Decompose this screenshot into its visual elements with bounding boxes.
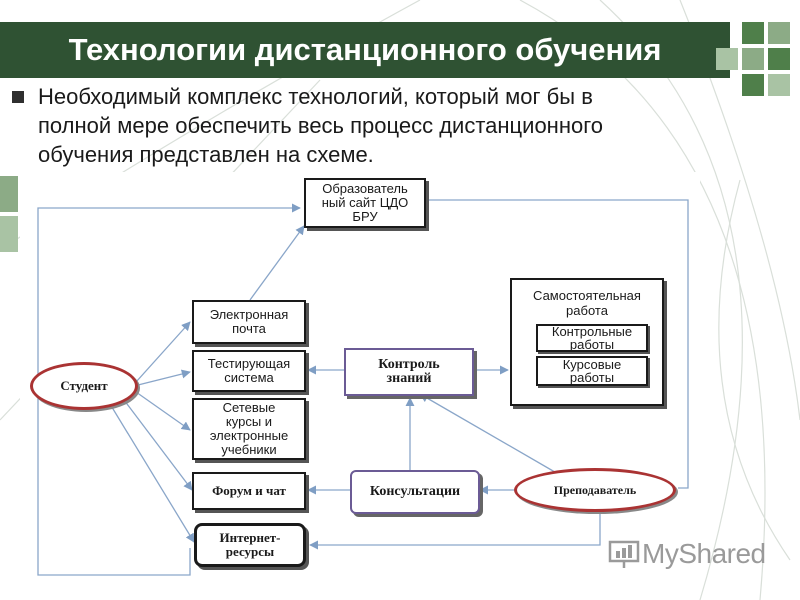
- decor-square: [716, 48, 738, 70]
- node-course-work: Курсовые работы: [536, 356, 648, 386]
- node-testing-system: Тестирующая система: [192, 350, 306, 392]
- decor-square: [768, 22, 790, 44]
- title-bar: [0, 22, 730, 78]
- node-consultations: Консультации: [350, 470, 480, 514]
- decor-square: [768, 74, 790, 96]
- node-text: работы: [569, 337, 615, 352]
- node-forum-chat: Форум и чат: [192, 472, 306, 510]
- node-text: Студент: [60, 378, 108, 393]
- group-title: Самостоятельная работа: [512, 288, 662, 318]
- node-text: почта: [232, 321, 266, 336]
- node-tests-work: Контрольные работы: [536, 324, 648, 352]
- node-text: работы: [569, 370, 615, 385]
- decor-square: [0, 176, 18, 212]
- node-text: учебники: [221, 442, 277, 457]
- node-text: Сетевые: [222, 400, 276, 415]
- body-line: полной мере обеспечить весь процесс дист…: [38, 113, 603, 138]
- node-text: Форум и чат: [212, 483, 286, 498]
- decor-square: [0, 216, 18, 252]
- connector: [425, 199, 689, 489]
- node-text: Курсовые: [562, 357, 622, 372]
- node-text: Образователь: [322, 181, 408, 196]
- connector: [249, 225, 305, 301]
- node-knowledge-control: Контроль знаний: [344, 348, 474, 396]
- connector: [419, 393, 561, 476]
- decor-square: [742, 22, 764, 44]
- connector: [123, 399, 193, 491]
- myshared-logo: MyShared: [608, 538, 766, 570]
- node-text: Преподаватель: [553, 482, 637, 497]
- presentation-icon: [608, 540, 640, 568]
- node-teacher: Преподаватель: [514, 468, 676, 512]
- node-text: электронные: [209, 428, 289, 443]
- node-text: работа: [566, 303, 608, 318]
- connector: [135, 321, 191, 383]
- connector: [109, 403, 195, 543]
- connector: [309, 508, 601, 550]
- node-education-site: Образователь ный сайт ЦДО БРУ: [304, 178, 426, 228]
- decor-square: [742, 48, 764, 70]
- node-text: Контрольные: [551, 324, 633, 339]
- connector: [135, 391, 191, 431]
- node-email: Электронная почта: [192, 300, 306, 344]
- node-text: Тестирующая: [207, 356, 291, 371]
- decor-square: [768, 48, 790, 70]
- node-text: Контроль: [378, 357, 440, 372]
- slide-title: Технологии дистанционного обучения: [68, 32, 662, 67]
- connector: [37, 385, 191, 576]
- node-text: ный сайт ЦДО: [321, 195, 409, 210]
- node-text: Консультации: [369, 484, 461, 499]
- node-network-courses: Сетевые курсы и электронные учебники: [192, 398, 306, 460]
- connector: [137, 369, 191, 386]
- node-internet-resources: Интернет- ресурсы: [194, 523, 306, 567]
- bullet-marker: [12, 91, 24, 103]
- body-line: Необходимый комплекс технологий, который…: [38, 84, 593, 109]
- connector: [37, 203, 301, 385]
- node-text: Самостоятельная: [533, 288, 641, 303]
- decor-square: [742, 74, 764, 96]
- node-text: знаний: [386, 371, 432, 386]
- node-text: система: [224, 370, 274, 385]
- node-text: БРУ: [352, 209, 378, 224]
- node-text: Электронная: [209, 307, 289, 322]
- node-text: ресурсы: [225, 544, 275, 559]
- body-text: Необходимый комплекс технологий, который…: [38, 82, 738, 169]
- node-student: Студент: [30, 362, 138, 410]
- node-text: Интернет-: [219, 530, 281, 545]
- node-text: курсы и: [225, 414, 273, 429]
- logo-text: MyShared: [642, 538, 766, 569]
- body-line: обучения представлен на схеме.: [38, 142, 374, 167]
